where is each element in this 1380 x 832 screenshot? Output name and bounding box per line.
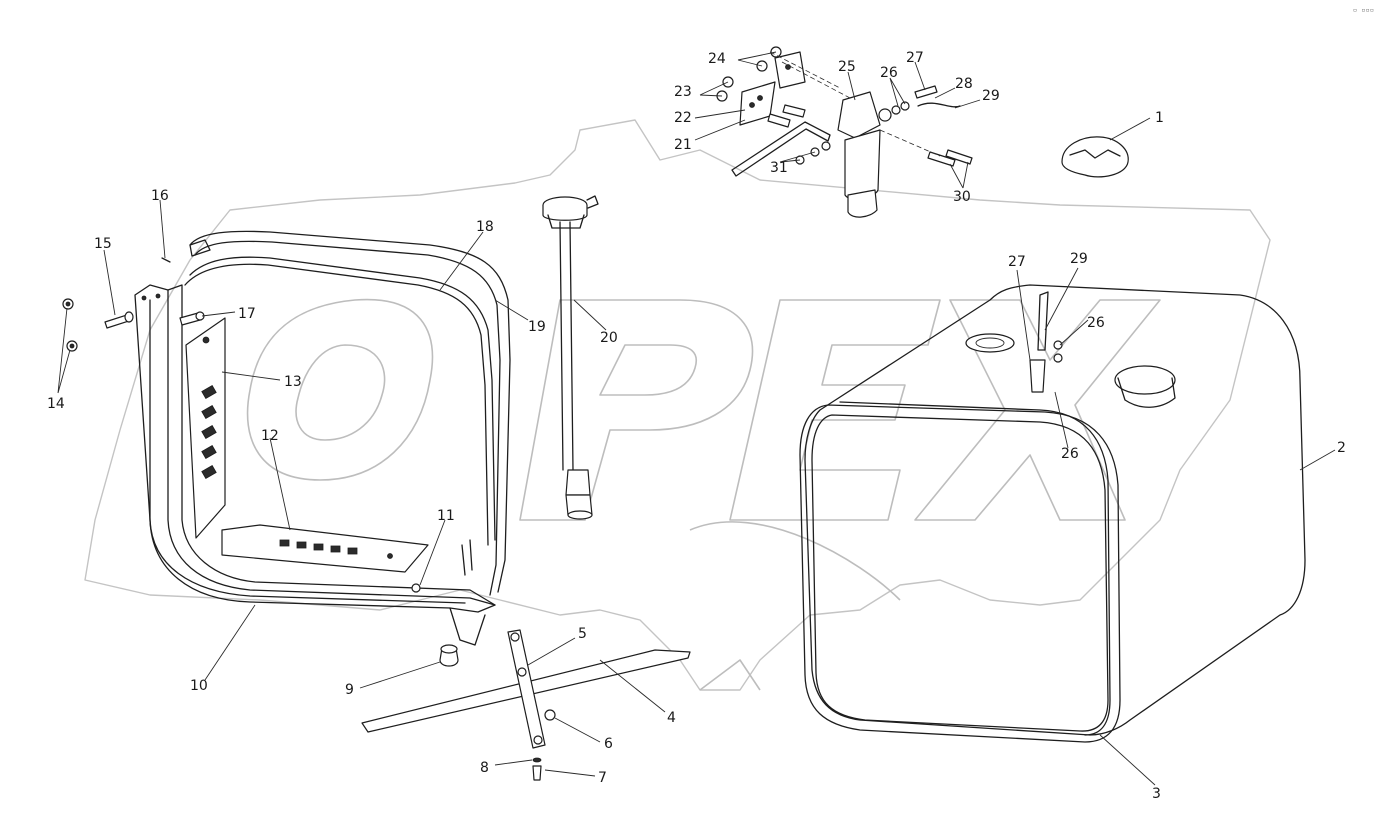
fittings-26-top [878, 101, 910, 122]
bracket-5-bolts [510, 632, 543, 745]
callout-10: 10 [190, 678, 208, 694]
callout-labels: 1 2 3 4 5 6 7 8 9 10 11 12 13 14 15 16 1… [47, 50, 1346, 802]
callout-26-tank-bottom: 26 [1061, 446, 1079, 462]
frame-strap-tail-left [189, 239, 211, 257]
rubber-pad-13 [185, 317, 226, 539]
nut-6 [544, 709, 556, 721]
callout-16: 16 [151, 188, 169, 204]
bolt-15 [104, 311, 134, 329]
frame-outer-strap-19-edge [194, 240, 501, 596]
callout-6: 6 [604, 736, 613, 752]
frame-inner-strap-18-edge [184, 263, 489, 546]
tank-filler-neck [1114, 365, 1176, 395]
callout-18: 18 [476, 219, 494, 235]
callout-21: 21 [674, 137, 692, 153]
nut-11 [411, 583, 421, 593]
callout-14: 14 [47, 396, 65, 412]
pipe-31 [731, 121, 831, 177]
bolts-21 [767, 104, 806, 128]
tank-seal-3-inner [811, 414, 1109, 732]
assembly-line-b [769, 51, 841, 89]
assembly-line-c [879, 129, 941, 157]
bolt-17 [179, 311, 205, 326]
callout-11: 11 [437, 508, 455, 524]
filter-base [847, 189, 878, 218]
callout-23: 23 [674, 84, 692, 100]
frame-bracket-flange [167, 284, 496, 606]
filter-body [844, 129, 881, 200]
fuel-filter-assembly [716, 46, 973, 218]
leader-lines [57, 51, 1336, 786]
opex-watermark-logo [84, 119, 1271, 691]
fuel-tank-2 [799, 284, 1306, 743]
frame-bracket-foot [449, 607, 486, 646]
nut-14-lower [66, 340, 78, 352]
rubber-pad-12-holes [279, 539, 393, 559]
nut-14-upper [62, 298, 74, 310]
clamp-strap-assembly [361, 629, 691, 781]
frame-strap-tail-right [461, 539, 473, 576]
callout-30: 30 [953, 189, 971, 205]
watermark-gear-outline [84, 119, 1271, 691]
hose-29-top [917, 102, 961, 108]
watermark-letter-p [519, 299, 754, 521]
callout-24: 24 [708, 51, 726, 67]
bolt-27-top [914, 85, 938, 99]
bolts-30 [927, 149, 973, 167]
pin-16 [161, 257, 171, 263]
callout-13: 13 [284, 374, 302, 390]
tank-seal-3 [799, 404, 1121, 743]
callout-8: 8 [480, 760, 489, 776]
callout-25: 25 [838, 59, 856, 75]
rubber-pad-13-holes [201, 336, 217, 480]
tank-body-outline [804, 284, 1306, 736]
bracket-5 [507, 629, 546, 749]
callout-4: 4 [667, 710, 676, 726]
frame-bracket-assembly [62, 230, 511, 667]
callout-20: 20 [600, 330, 618, 346]
frame-bracket-inner-edge [149, 299, 466, 604]
callout-1: 1 [1155, 110, 1164, 126]
assembly-line-a [781, 61, 851, 99]
nuts-23 [716, 76, 734, 102]
callout-5: 5 [578, 626, 587, 642]
fuel-sensor-20 [542, 195, 599, 520]
callout-15: 15 [94, 236, 112, 252]
tank-breather-29 [1037, 291, 1049, 351]
callout-29-tank: 29 [1070, 251, 1088, 267]
bolt-9 [439, 644, 459, 667]
rubber-pad-12 [221, 524, 429, 573]
frame-outer-strap-19 [189, 230, 511, 593]
watermark-letter-x [914, 299, 1161, 521]
tank-fitting-26 [1029, 340, 1063, 393]
fuel-cap-1 [1061, 136, 1129, 178]
callout-22: 22 [674, 110, 692, 126]
washer-8 [532, 757, 542, 763]
callout-7: 7 [598, 770, 607, 786]
callout-27-tank: 27 [1008, 254, 1026, 270]
callout-28: 28 [955, 76, 973, 92]
callout-3: 3 [1152, 786, 1161, 802]
watermark-letter-o [246, 298, 434, 481]
callout-9: 9 [345, 682, 354, 698]
callout-2: 2 [1337, 440, 1346, 456]
bracket-upper-plate [774, 51, 806, 89]
frame-inner-strap-18 [189, 256, 496, 541]
corner-mark: ▫ ▫▫▫ [1353, 6, 1374, 14]
callout-26-tank-top: 26 [1087, 315, 1105, 331]
callout-12: 12 [261, 428, 279, 444]
callout-29-filter: 29 [982, 88, 1000, 104]
bolt-7 [532, 765, 542, 781]
callout-19: 19 [528, 319, 546, 335]
watermark-swoosh [689, 521, 901, 691]
filter-head-25 [837, 91, 881, 139]
callout-17: 17 [238, 306, 256, 322]
bracket-top-holes [141, 293, 161, 301]
callout-31: 31 [770, 160, 788, 176]
callout-27-filter: 27 [906, 50, 924, 66]
tank-sender-flange [965, 333, 1015, 353]
watermark-letter-e [729, 299, 941, 521]
callout-26-filter: 26 [880, 65, 898, 81]
